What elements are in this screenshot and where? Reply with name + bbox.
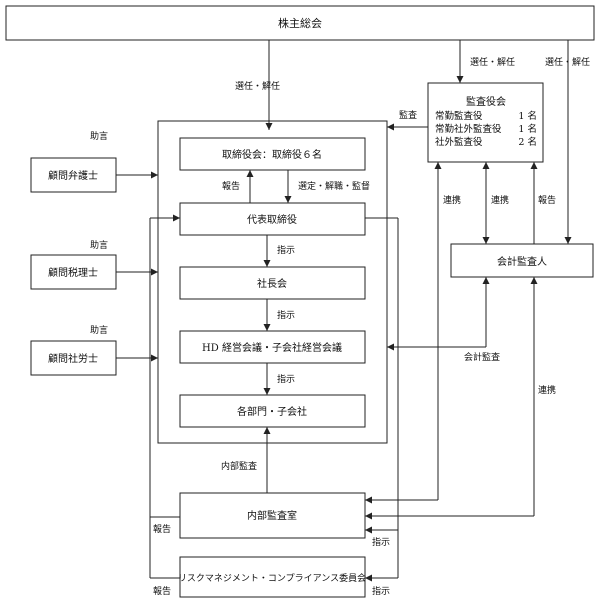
appoint-auditors-label: 選任・解任 bbox=[470, 56, 515, 68]
appoint-board-label: 選任・解任 bbox=[235, 80, 280, 92]
report-accounting-label: 報告 bbox=[538, 194, 556, 206]
instruct-label: 指示 bbox=[277, 309, 295, 321]
appoint-accounting-label: 選任・解任 bbox=[545, 56, 590, 68]
auditor-row-count: 1 名 bbox=[518, 123, 537, 135]
management-meeting-label: HD 経営会議・子会社経営会議 bbox=[202, 341, 342, 354]
presidents-meeting-label: 社長会 bbox=[257, 277, 287, 290]
advisor-labor-label: 顧問社労士 bbox=[48, 352, 98, 365]
presidents-meeting-box bbox=[179, 266, 366, 300]
internal-audit-box bbox=[179, 492, 366, 539]
cooperation-label: 連携 bbox=[491, 194, 509, 206]
advisor-labor-box bbox=[30, 340, 117, 376]
accounting-auditor-box bbox=[450, 243, 594, 278]
report-to-board-label: 報告 bbox=[222, 180, 240, 192]
risk-committee-box bbox=[179, 556, 366, 598]
cooperation-label: 連携 bbox=[538, 384, 556, 396]
auditor-row-label: 常勤社外監査役 bbox=[435, 123, 502, 135]
auditor-row-label: 社外監査役 bbox=[435, 136, 483, 148]
management-meeting-box bbox=[179, 330, 366, 364]
instruct-label: 指示 bbox=[277, 373, 295, 385]
shareholders-box bbox=[5, 5, 595, 41]
report-internal-label: 報告 bbox=[153, 523, 171, 535]
report-risk-label: 報告 bbox=[153, 585, 171, 597]
instruct-risk-label: 指示 bbox=[372, 585, 390, 597]
cooperation-label: 連携 bbox=[443, 194, 461, 206]
departments-box bbox=[179, 394, 366, 428]
executive-frame bbox=[157, 120, 388, 444]
advisor-lawyer-label: 顧問弁護士 bbox=[48, 169, 98, 182]
instruct-label: 指示 bbox=[277, 244, 295, 256]
accounting-auditor-label: 会計監査人 bbox=[497, 255, 547, 268]
advice-label: 助言 bbox=[90, 239, 108, 251]
advisor-tax-box bbox=[30, 254, 117, 290]
risk-committee-label: リスクマネジメント・コンプライアンス委員会 bbox=[178, 572, 366, 584]
internal-audit-office-label: 内部監査室 bbox=[247, 509, 297, 522]
representative-director-box bbox=[179, 202, 366, 236]
auditor-row-count: 2 名 bbox=[518, 136, 537, 148]
advice-label: 助言 bbox=[90, 324, 108, 336]
audit-label: 監査 bbox=[399, 109, 417, 121]
shareholders-label: 株主総会 bbox=[278, 16, 322, 30]
departments-label: 各部門・子会社 bbox=[237, 405, 307, 418]
representative-director-label: 代表取締役 bbox=[247, 213, 297, 226]
board-of-directors-box bbox=[179, 137, 366, 171]
advisor-lawyer-box bbox=[30, 157, 117, 193]
select-supervise-label: 選定・解職・監督 bbox=[298, 180, 370, 192]
board-of-directors-label: 取締役会：取締役６名 bbox=[222, 148, 322, 161]
auditor-row-count: 1 名 bbox=[518, 110, 537, 122]
advice-label: 助言 bbox=[90, 130, 108, 142]
accounting-audit-label: 会計監査 bbox=[464, 351, 500, 363]
instruct-internal-label: 指示 bbox=[372, 536, 390, 548]
auditors-board-title: 監査役会 bbox=[466, 95, 506, 108]
auditor-row-label: 常勤監査役 bbox=[435, 110, 483, 122]
auditors-board-box bbox=[427, 82, 544, 163]
internal-audit-label: 内部監査 bbox=[221, 460, 257, 472]
advisor-tax-label: 顧問税理士 bbox=[48, 266, 98, 279]
